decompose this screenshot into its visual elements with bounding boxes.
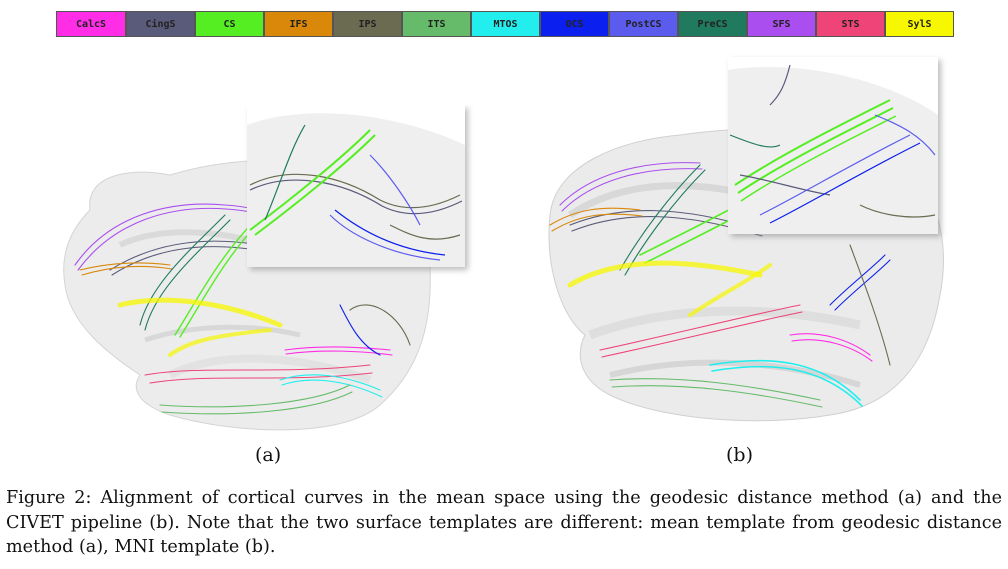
- legend-item-ips: IPS: [333, 11, 402, 37]
- legend-item-sfs: SFS: [747, 11, 816, 37]
- brain-render-a: [50, 105, 490, 440]
- brain-render-b: [530, 55, 970, 440]
- legend-item-precs: PreCS: [678, 11, 747, 37]
- subfigure-label-a: (a): [255, 444, 282, 466]
- legend-item-syls: SylS: [885, 11, 954, 37]
- legend-item-cs: CS: [195, 11, 264, 37]
- legend-item-postcs: PostCS: [609, 11, 678, 37]
- zoom-inset-b: [728, 57, 941, 237]
- legend-item-sts: STS: [816, 11, 885, 37]
- legend-item-ifs: IFS: [264, 11, 333, 37]
- legend-item-its: ITS: [402, 11, 471, 37]
- zoom-inset-a: [247, 105, 468, 270]
- figure-caption: Figure 2: Alignment of cortical curves i…: [6, 488, 1002, 557]
- legend-item-mtos: MTOS: [471, 11, 540, 37]
- legend-item-cings: CingS: [126, 11, 195, 37]
- legend-item-calcs: CalcS: [56, 11, 126, 37]
- subfigure-label-b: (b): [726, 444, 753, 466]
- legend-item-ocs: OCS: [540, 11, 609, 37]
